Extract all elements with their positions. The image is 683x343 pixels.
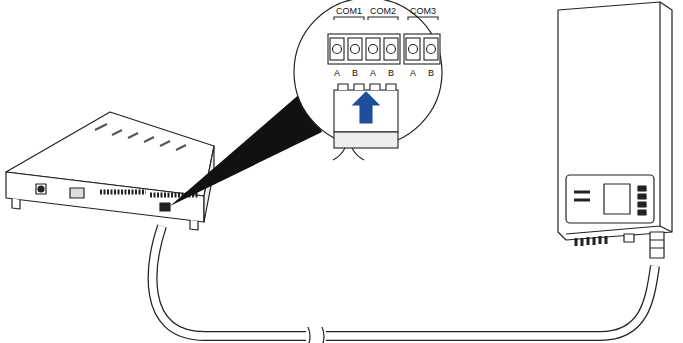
port-label: COM2: [370, 6, 396, 16]
terminal-slot: [366, 38, 380, 60]
pin-label: A: [370, 68, 376, 78]
terminal-slot: [348, 38, 362, 60]
pin-label: B: [388, 68, 394, 78]
terminal-slot: [406, 38, 420, 60]
terminal-slot: [424, 38, 438, 60]
terminal-screw: [369, 45, 378, 54]
terminal-screw: [333, 45, 342, 54]
port-label: COM1: [336, 6, 362, 16]
pin-label: A: [334, 68, 340, 78]
terminal-screw: [409, 45, 418, 54]
zoom-circle: [294, 0, 442, 146]
data-logger: [6, 112, 214, 230]
terminal-screw: [387, 45, 396, 54]
terminal-screw: [427, 45, 436, 54]
pin-label: B: [352, 68, 358, 78]
terminal-slot: [330, 38, 344, 60]
pin-label: A: [410, 68, 416, 78]
port-label: COM3: [410, 6, 436, 16]
zoom-wedge: [170, 92, 322, 206]
plug: [333, 84, 398, 160]
terminal-block: [328, 17, 440, 64]
terminal-slot: [384, 38, 398, 60]
cable: [153, 226, 655, 343]
terminal-screw: [351, 45, 360, 54]
inverter: [558, 2, 672, 258]
pin-label: B: [428, 68, 434, 78]
